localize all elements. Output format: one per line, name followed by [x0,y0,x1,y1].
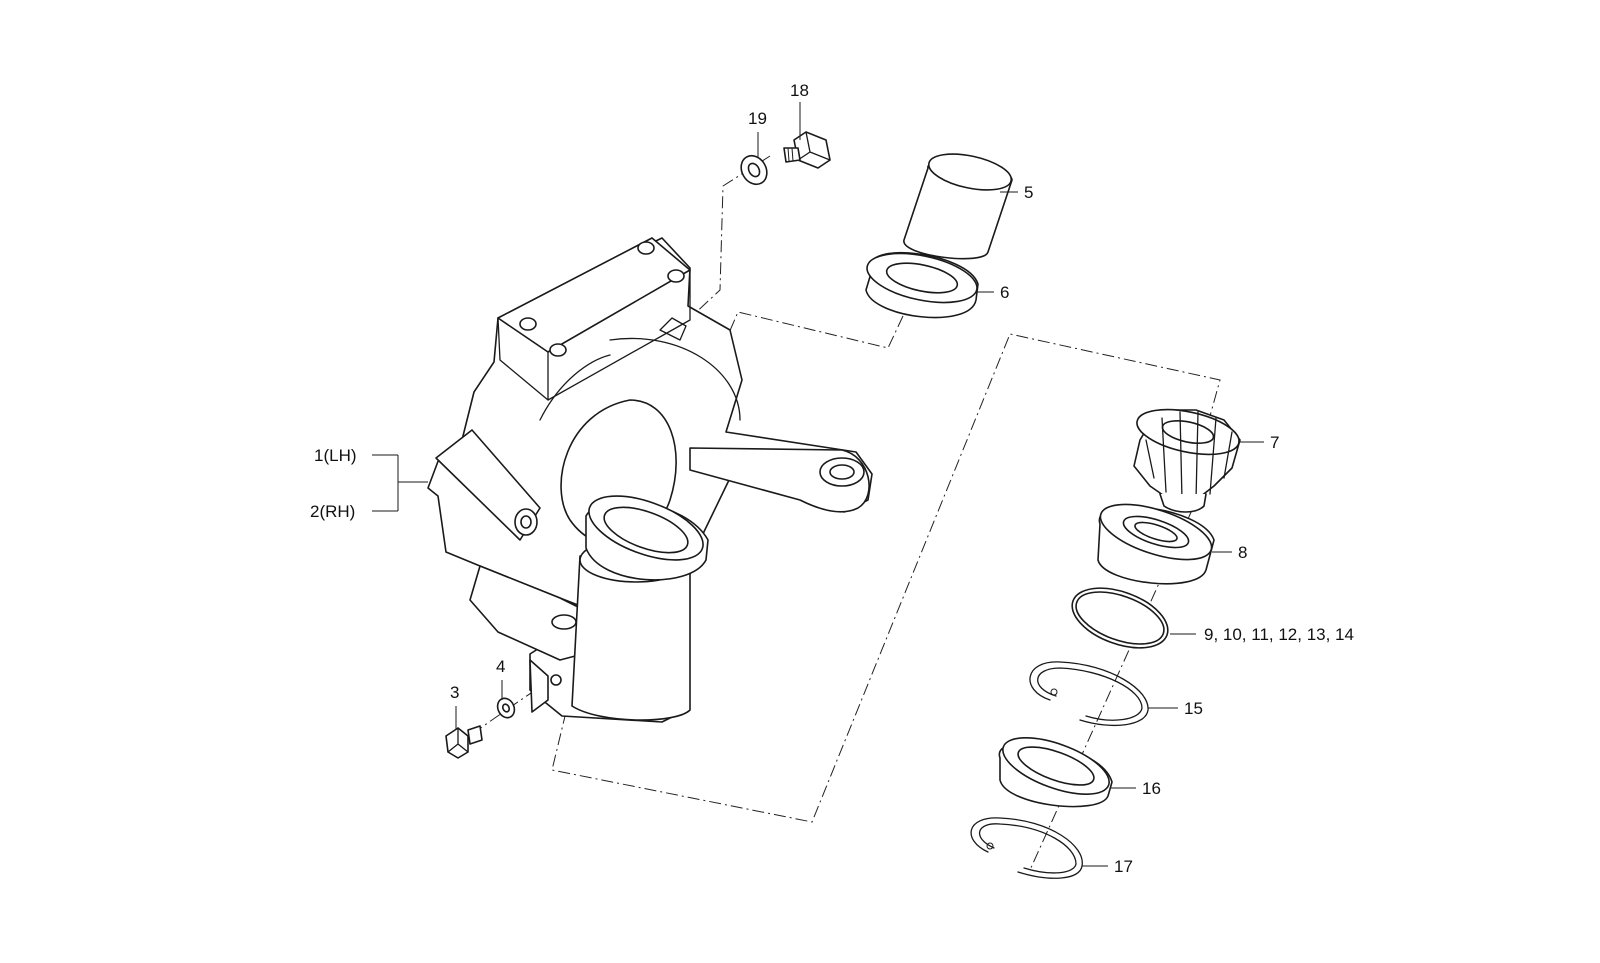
part-17-snap-ring [970,817,1083,879]
callout-2-rh: 2(RH) [310,502,355,521]
pad-hole-1 [637,241,655,255]
callout-18: 18 [790,81,809,100]
callout-15: 15 [1184,699,1203,718]
part-7-bevel-gear [1133,408,1241,513]
knuckle-side-boss [435,429,541,541]
callout-17: 17 [1114,857,1133,876]
callout-8: 8 [1238,543,1247,562]
callout-labels: 1(LH) 2(RH) 3 4 5 6 7 8 9, 10, 11, 12, 1… [310,81,1354,876]
pad-hole-3 [519,317,537,331]
callout-19: 19 [748,109,767,128]
part-9-14-shim [1071,587,1169,649]
part-19-washer [740,154,768,186]
part-16-seal [998,737,1113,808]
callout-16: 16 [1142,779,1161,798]
part-5-bushing [903,153,1013,260]
callout-6: 6 [1000,283,1009,302]
callout-7: 7 [1270,433,1279,452]
callout-3: 3 [450,683,459,702]
chain-lower-loop [551,333,1221,823]
callout-9-14: 9, 10, 11, 12, 13, 14 [1204,625,1354,644]
pad-hole-2 [667,269,685,283]
part-18-plug [783,131,831,169]
pad-hole-4 [549,343,567,357]
part-3-drain-plug [445,725,483,759]
steering-knuckle [427,237,873,723]
callout-4: 4 [496,657,505,676]
part-15-snap-ring [1029,661,1149,727]
leader-lines [372,102,1264,867]
part-8-bearing [1097,503,1215,585]
callout-5: 5 [1024,183,1033,202]
part-4-washer [496,697,516,719]
part-6-seal [865,252,979,319]
callout-1-lh: 1(LH) [314,446,357,465]
